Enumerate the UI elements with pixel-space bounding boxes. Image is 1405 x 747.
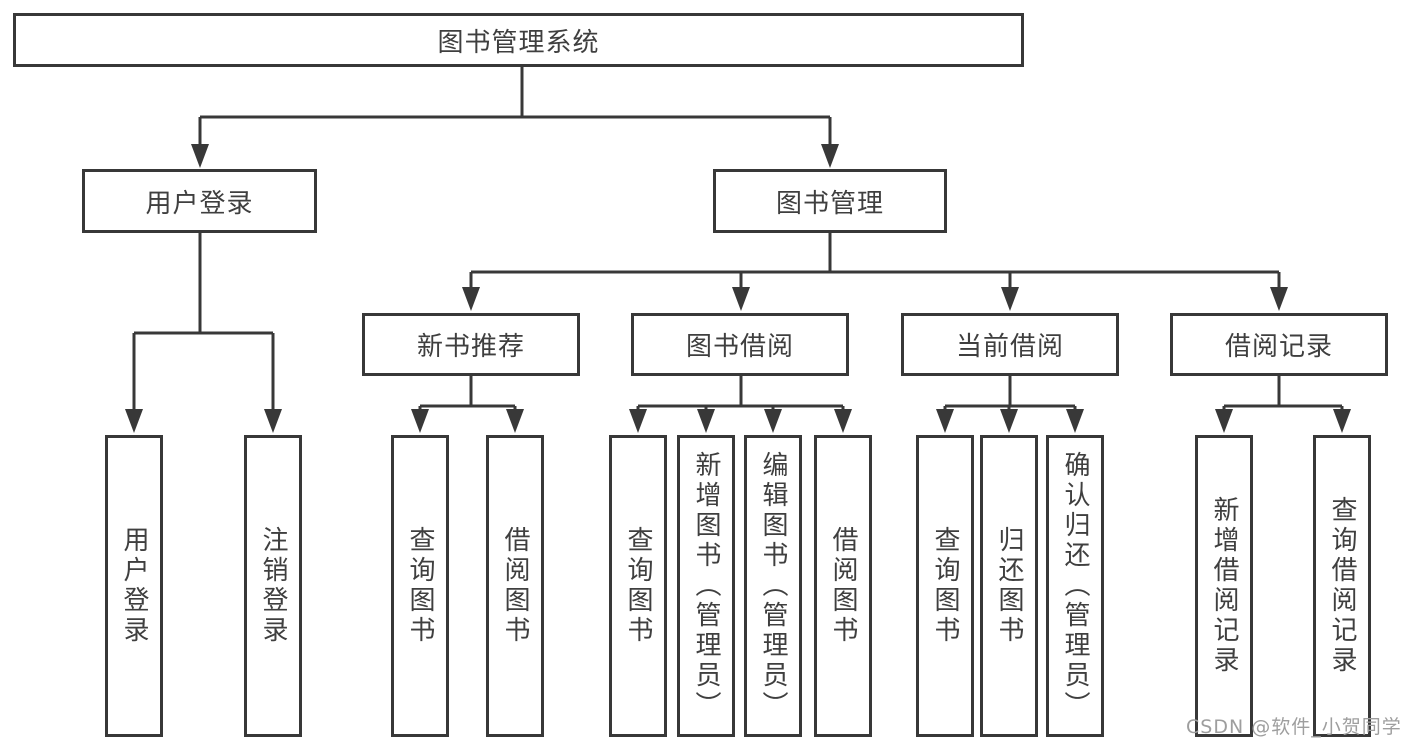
- node-book-management: 图书管理: [713, 169, 947, 233]
- node-library-management-system: 图书管理系统: [13, 13, 1024, 67]
- leaf-br-add-record: 新增借阅记录: [1195, 435, 1253, 737]
- leaf-nbr-borrow-book-label: 借阅图书: [500, 526, 530, 646]
- leaf-bb-edit-book-admin-label: 编辑图书（管理员）: [758, 451, 788, 721]
- node-book-borrow: 图书借阅: [631, 313, 849, 376]
- leaf-user-login-label: 用户登录: [119, 526, 149, 646]
- leaf-user-login: 用户登录: [105, 435, 163, 737]
- leaf-nbr-query-book-label: 查询图书: [405, 526, 435, 646]
- leaf-bb-edit-book-admin: 编辑图书（管理员）: [744, 435, 802, 737]
- leaf-cb-confirm-return-admin: 确认归还（管理员）: [1046, 435, 1104, 737]
- arrowheads: [125, 144, 1351, 433]
- connector-shafts: [132, 67, 1344, 411]
- leaf-br-query-record: 查询借阅记录: [1313, 435, 1371, 737]
- node-user-login: 用户登录: [82, 169, 317, 233]
- csdn-watermark: CSDN @软件_小贺同学: [1186, 716, 1402, 738]
- leaf-bb-query-book: 查询图书: [609, 435, 667, 737]
- leaf-logout-login-label: 注销登录: [258, 526, 288, 646]
- leaf-bb-borrow-book: 借阅图书: [814, 435, 872, 737]
- leaf-cb-return-book-label: 归还图书: [994, 526, 1024, 646]
- leaf-bb-add-book-admin-label: 新增图书（管理员）: [691, 451, 721, 721]
- leaf-bb-query-book-label: 查询图书: [623, 526, 653, 646]
- leaf-nbr-query-book: 查询图书: [391, 435, 449, 737]
- leaf-bb-add-book-admin: 新增图书（管理员）: [677, 435, 735, 737]
- leaf-cb-confirm-return-admin-label: 确认归还（管理员）: [1060, 451, 1090, 721]
- leaf-logout-login: 注销登录: [244, 435, 302, 737]
- leaf-nbr-borrow-book: 借阅图书: [486, 435, 544, 737]
- leaf-br-query-record-label: 查询借阅记录: [1327, 496, 1357, 676]
- leaf-cb-query-book: 查询图书: [916, 435, 974, 737]
- node-new-book-recommend: 新书推荐: [362, 313, 580, 376]
- node-current-borrow: 当前借阅: [901, 313, 1119, 376]
- leaf-bb-borrow-book-label: 借阅图书: [828, 526, 858, 646]
- leaf-cb-return-book: 归还图书: [980, 435, 1038, 737]
- leaf-cb-query-book-label: 查询图书: [930, 526, 960, 646]
- node-borrow-record: 借阅记录: [1170, 313, 1388, 376]
- leaf-br-add-record-label: 新增借阅记录: [1209, 496, 1239, 676]
